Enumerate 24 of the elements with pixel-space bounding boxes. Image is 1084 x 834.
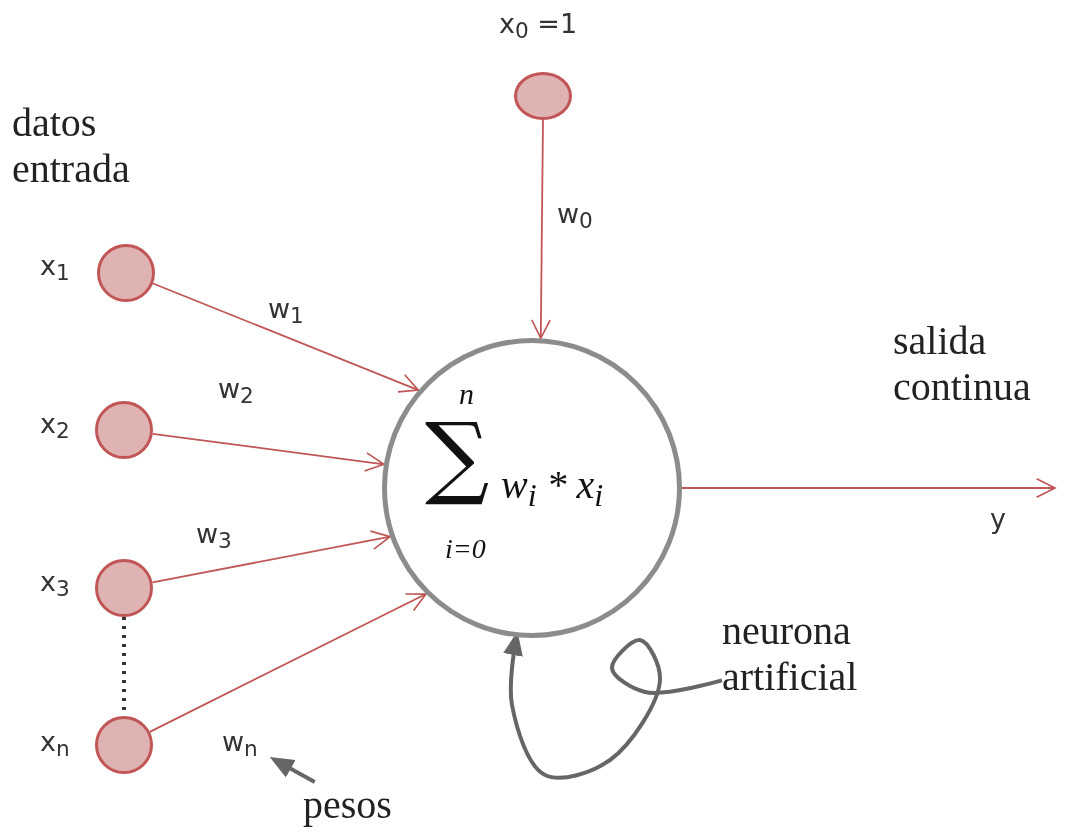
- input-node-circle: [95, 559, 153, 617]
- caption-text: datos entrada: [12, 100, 131, 192]
- annotation-text: neurona artificial: [722, 608, 912, 738]
- arrow: [152, 282, 420, 393]
- summation-limit: n: [459, 379, 474, 409]
- arrow: [530, 119, 551, 340]
- input-node-circle: [514, 72, 572, 120]
- input-label: x$_{2}$: [40, 410, 70, 442]
- arrow: [148, 593, 427, 733]
- input-label: x$_{n}$: [40, 728, 70, 760]
- arrow: [681, 478, 1056, 498]
- arrow: [151, 432, 385, 472]
- summation-index: i=0: [445, 535, 486, 563]
- input-label: x$_{1}$: [40, 252, 70, 284]
- input-label: x$_{0}$ =1: [499, 10, 578, 42]
- weighted-input-term: w$_{i}$ * x$_{i}$: [501, 465, 604, 511]
- input-node-circle: [95, 401, 153, 459]
- annotation-text: pesos: [303, 782, 413, 830]
- input-label: x$_{3}$: [40, 568, 70, 600]
- input-node-circle: [95, 716, 153, 774]
- arrow: [269, 757, 316, 784]
- arrow: [151, 530, 391, 584]
- caption-text: salida continua: [893, 318, 1032, 410]
- input-node-circle: [97, 244, 155, 302]
